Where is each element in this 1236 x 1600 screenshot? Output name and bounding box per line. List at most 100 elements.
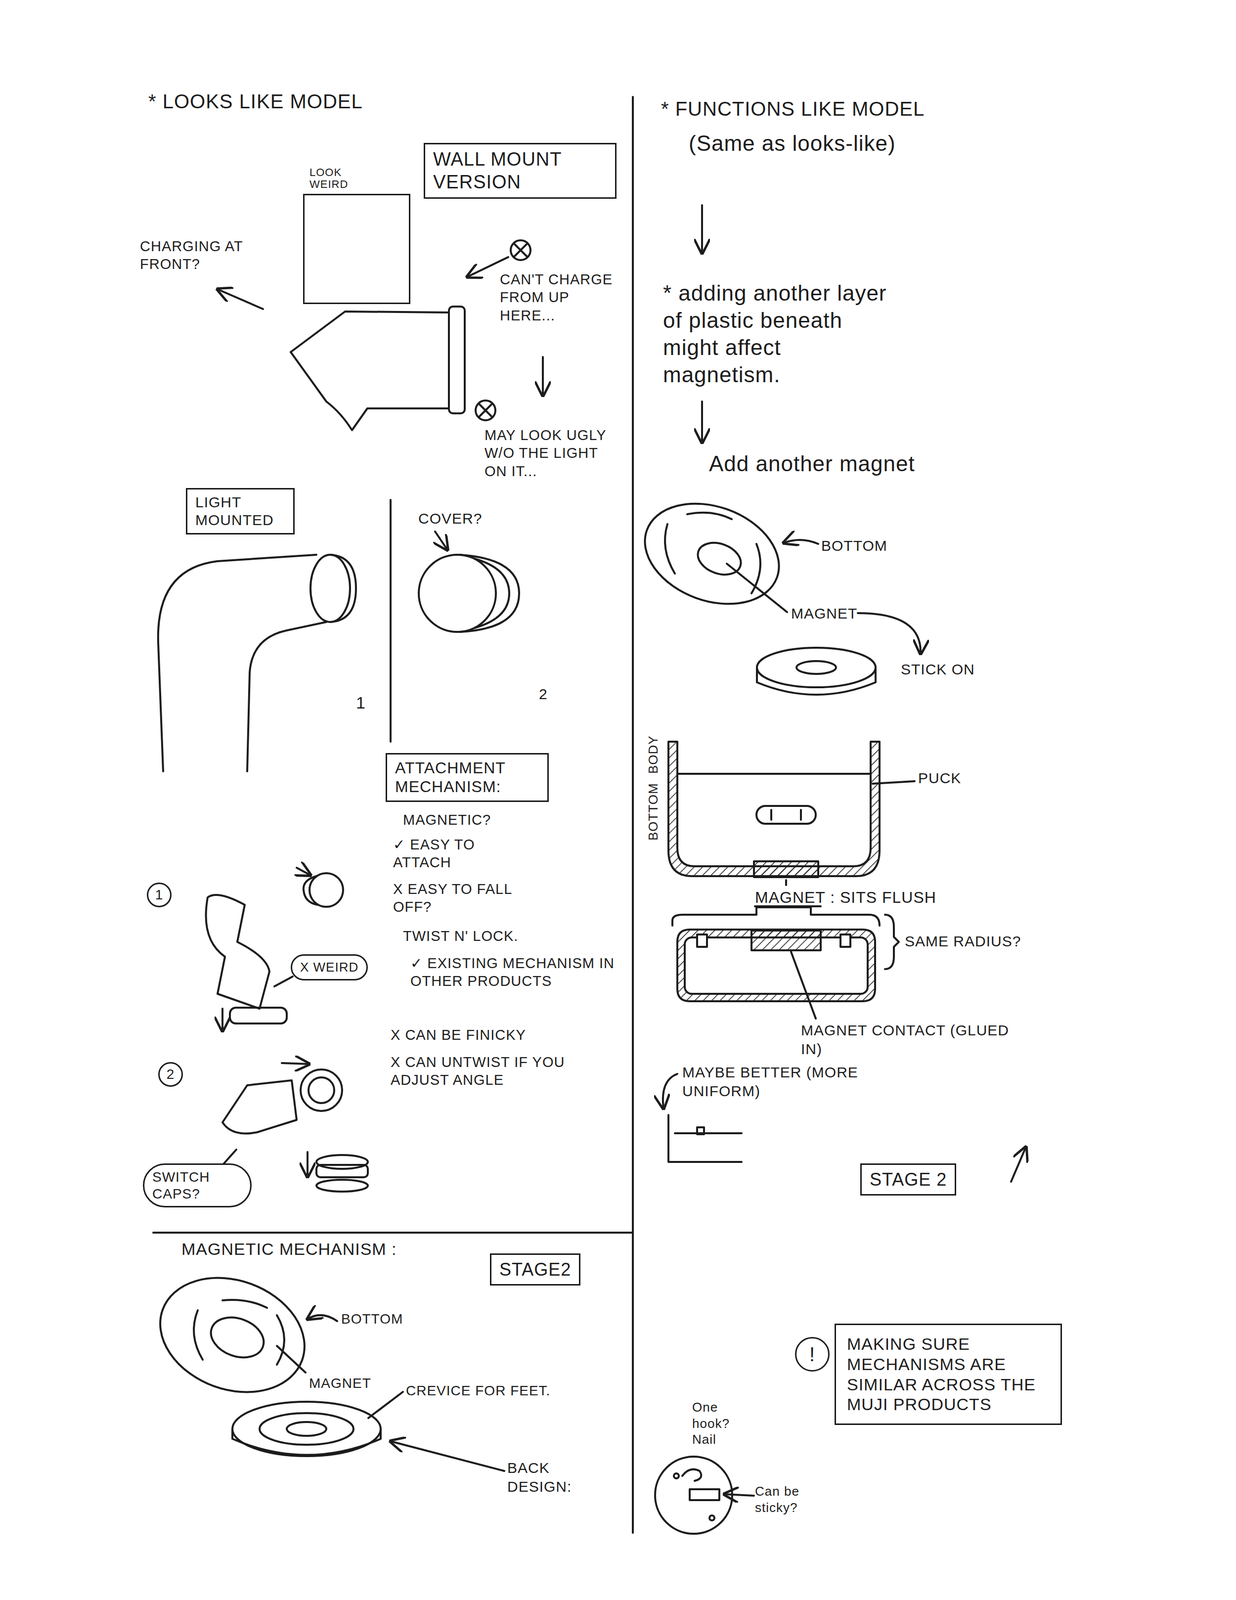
bottom-magnet-sketch bbox=[693, 536, 746, 580]
speech-bubble: SWITCH CAPS? bbox=[142, 1163, 252, 1208]
cross-section-sketch bbox=[872, 781, 915, 784]
sketch-frame: LOOK WEIRD bbox=[303, 193, 411, 305]
bottom-magnet-sketch bbox=[756, 647, 876, 688]
uniform-option-sketch bbox=[697, 1127, 705, 1135]
note-label: 2 bbox=[538, 684, 548, 704]
note-label: BODY bbox=[645, 735, 662, 774]
note-label: X CAN UNTWIST IF YOU ADJUST ANGLE bbox=[390, 1053, 614, 1090]
note-label: MAGNETIC MECHANISM : bbox=[181, 1238, 398, 1260]
note-label: BOTTOM bbox=[821, 536, 888, 556]
note-label: * FUNCTIONS LIKE MODEL bbox=[661, 96, 925, 122]
hook-sketch bbox=[655, 1456, 754, 1534]
light-mounted-lamp-sketch bbox=[310, 554, 351, 622]
bottom-magnet-sketch bbox=[756, 667, 876, 695]
back-design-sketch bbox=[286, 1421, 327, 1436]
back-design-sketch bbox=[307, 1315, 338, 1322]
node-text: X WEIRD bbox=[300, 959, 359, 975]
back-design-sketch bbox=[368, 1391, 403, 1418]
cross-section-sketch bbox=[785, 880, 788, 885]
node-text: ! bbox=[809, 1342, 816, 1367]
note-label: CREVICE FOR FEET. bbox=[405, 1381, 555, 1400]
note-label: * adding another layer of plastic beneat… bbox=[662, 279, 891, 389]
back-design-sketch bbox=[205, 1310, 269, 1365]
magnetic-option-sketch bbox=[206, 867, 344, 1031]
bottom-magnet-sketch bbox=[687, 512, 732, 520]
magnetic-option-sketch bbox=[221, 1008, 224, 1031]
hook-sketch bbox=[709, 1515, 715, 1521]
back-design-sketch bbox=[390, 1441, 505, 1471]
node-text: STAGE2 bbox=[499, 1258, 572, 1281]
note-label: STICK ON bbox=[900, 660, 975, 679]
cross-section-sketch bbox=[771, 809, 801, 820]
cross-section-sketch bbox=[840, 934, 851, 947]
note-label: One hook? Nail bbox=[692, 1399, 757, 1448]
note-label: MAGNET CONTACT (GLUED IN) bbox=[800, 1020, 1019, 1059]
twist-lock-option-sketch bbox=[300, 1069, 343, 1111]
node-text: SWITCH CAPS? bbox=[152, 1168, 243, 1202]
back-design-sketch bbox=[193, 1310, 203, 1360]
uniform-option-sketch bbox=[674, 1132, 742, 1135]
node-text: LIGHT MOUNTED bbox=[195, 493, 286, 530]
page-divider bbox=[631, 96, 634, 1533]
note-label: MAYBE BETTER (MORE UNIFORM) bbox=[682, 1062, 871, 1101]
note-box: ATTACHMENT MECHANISM: bbox=[385, 752, 549, 802]
bottom-magnet-sketch bbox=[630, 485, 794, 622]
hook-sketch bbox=[673, 1473, 679, 1479]
bottom-magnet-sketch bbox=[783, 539, 819, 544]
note-label: BACK DESIGN: bbox=[507, 1458, 617, 1496]
note-label: MAGNET bbox=[309, 1374, 372, 1392]
magnetic-option-sketch bbox=[303, 876, 318, 905]
alert-circle: ! bbox=[794, 1336, 830, 1372]
note-label: ✓ EASY TO ATTACH bbox=[393, 835, 507, 872]
magnetic-option-sketch bbox=[274, 976, 293, 987]
note-label: BOTTOM bbox=[645, 782, 662, 841]
node-text: 1 bbox=[155, 886, 164, 904]
twist-lock-option-sketch bbox=[222, 1080, 297, 1134]
note-box: LIGHT MOUNTED bbox=[185, 487, 295, 535]
speech-bubble: X WEIRD bbox=[290, 954, 368, 981]
node-text: 2 bbox=[166, 1065, 176, 1083]
back-design-sketch bbox=[232, 1401, 381, 1457]
cross-section-sketch bbox=[668, 741, 880, 877]
twist-lock-option-sketch bbox=[316, 1179, 368, 1192]
back-design-sketch bbox=[143, 1258, 321, 1412]
note-label: X CAN BE FINICKY bbox=[390, 1025, 527, 1044]
uniform-option-sketch bbox=[662, 1073, 678, 1109]
cross-section-sketch bbox=[756, 805, 816, 824]
twist-lock-option-sketch bbox=[316, 1154, 368, 1169]
back-design-sketch bbox=[222, 1299, 267, 1308]
stage-box: STAGE 2 bbox=[860, 1163, 957, 1196]
note-label: X EASY TO FALL OFF? bbox=[393, 880, 517, 917]
note-label: (Same as looks-like) bbox=[688, 129, 902, 157]
wall-mount-lamp-sketch bbox=[290, 352, 449, 431]
note-label: PUCK bbox=[918, 768, 962, 788]
back-design-sketch bbox=[143, 1258, 505, 1471]
magnetic-option-sketch bbox=[229, 1007, 287, 1024]
bottom-magnet-sketch bbox=[726, 563, 788, 613]
node-text: LOOK WEIRD bbox=[307, 166, 386, 191]
back-design-sketch bbox=[276, 1315, 285, 1365]
cross-section-sketch bbox=[791, 951, 816, 1019]
twist-lock-option-sketch bbox=[306, 1151, 309, 1177]
cover-sketch bbox=[435, 531, 448, 550]
cover-sketch bbox=[418, 554, 496, 632]
cross-section-sketch bbox=[884, 914, 899, 970]
wall-mount-lamp-sketch bbox=[479, 404, 492, 417]
light-mounted-lamp-sketch bbox=[330, 554, 356, 622]
light-mounted-lamp-sketch bbox=[158, 499, 391, 772]
note-box: WALL MOUNT VERSION bbox=[423, 142, 617, 199]
node-text: ATTACHMENT MECHANISM: bbox=[395, 758, 540, 797]
hook-sketch bbox=[655, 1456, 733, 1534]
magnetic-option-sketch bbox=[309, 873, 344, 907]
note-label: COVER? bbox=[418, 509, 483, 529]
callout-number: 1 bbox=[146, 882, 172, 908]
bottom-magnet-sketch bbox=[857, 613, 921, 654]
cover-sketch bbox=[474, 558, 510, 628]
callout-number: 2 bbox=[158, 1061, 183, 1087]
note-label: MAGNET bbox=[791, 604, 858, 623]
note-label: * LOOKS LIKE MODEL bbox=[148, 88, 363, 114]
functions-flow-arrow bbox=[701, 205, 704, 254]
note-label: MAGNETIC? bbox=[402, 810, 491, 829]
cross-section-sketch bbox=[751, 930, 821, 951]
cross-section-sketch bbox=[672, 907, 880, 926]
